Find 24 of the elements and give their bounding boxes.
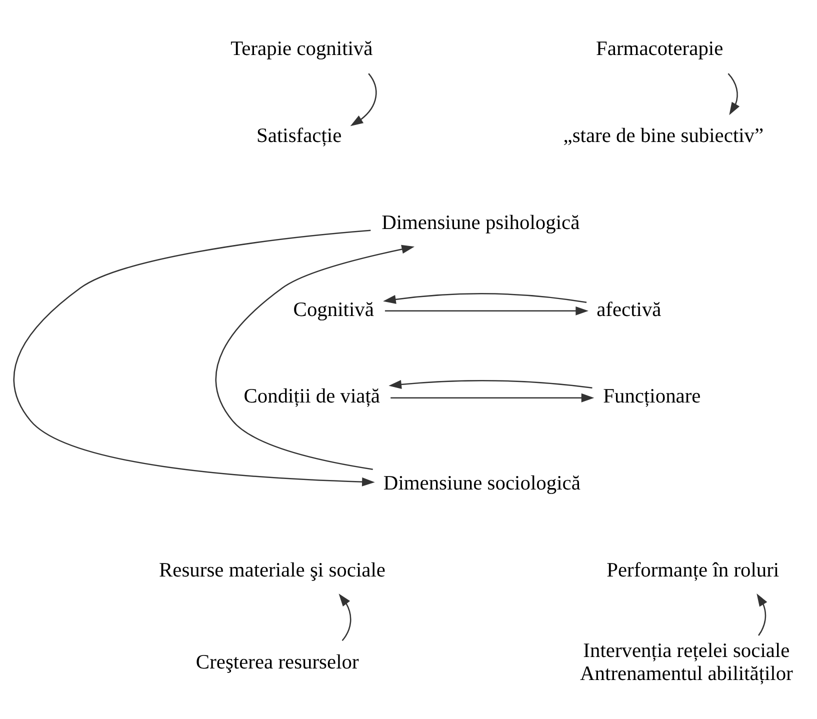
node-text: Cognitivă (293, 298, 374, 321)
node-text: Funcționare (603, 386, 701, 408)
arrow (350, 73, 377, 126)
node-text: „stare de bine subiectiv” (563, 124, 764, 147)
arrow (756, 593, 768, 636)
arrow (383, 293, 587, 304)
node-text: Resurse materiale şi sociale (159, 560, 386, 582)
arrow (14, 230, 375, 486)
node-text: Intervenția rețelei sociale Antrenamentul abilităților (580, 640, 793, 686)
node-text: Farmacoterapie (596, 38, 724, 60)
node-text: Performanțe în roluri (606, 560, 780, 582)
arrow (338, 594, 352, 642)
arrow (388, 380, 592, 389)
node-text: Dimensiune sociologică (383, 472, 580, 495)
node-text: afectivă (596, 298, 662, 321)
arrow (216, 244, 414, 470)
node-text: Dimensiune psihologică (382, 212, 580, 234)
node-text: Creşterea resurselor (196, 652, 359, 674)
node-text: Terapie cognitivă (230, 38, 373, 60)
arrow (728, 73, 740, 116)
arrow (384, 306, 588, 316)
node-text: Condiții de viață (244, 386, 380, 408)
arrow (390, 393, 594, 402)
node-text: Satisfacție (256, 124, 342, 147)
